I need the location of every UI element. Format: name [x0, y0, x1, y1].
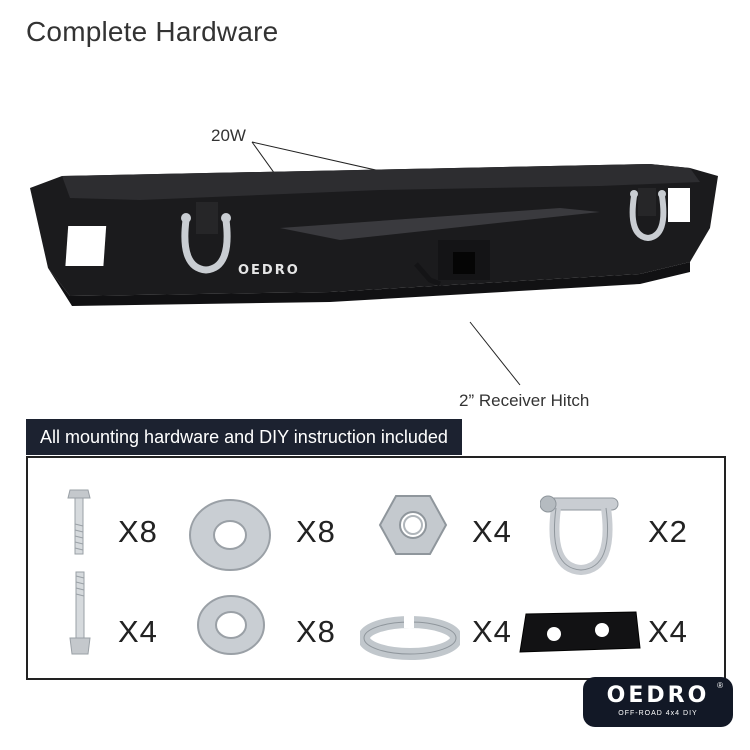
mounting-plate-icon: [519, 611, 641, 653]
lock-washer-quantity: X4: [472, 614, 512, 649]
lock-washer-icon: [360, 616, 460, 660]
width-callout-label: 20W: [211, 126, 246, 145]
bumper-body: [30, 164, 718, 306]
large-flat-washer-icon: [189, 499, 271, 571]
large-flat-washer-quantity: X8: [296, 514, 336, 549]
hex-nut-icon: [378, 495, 448, 555]
d-ring-shackle-quantity: X2: [648, 514, 688, 549]
short-bolt-quantity: X8: [118, 514, 158, 549]
page-title: Complete Hardware: [26, 16, 279, 47]
brand-logo-badge: OEDRO ® OFF-ROAD 4x4 DIY: [583, 677, 733, 727]
mounting-plate-quantity: X4: [648, 614, 688, 649]
rear-bumper-image: OEDRO: [30, 141, 718, 386]
long-bolt-quantity: X4: [118, 614, 158, 649]
long-bolt-icon: [69, 571, 91, 655]
small-flat-washer-quantity: X8: [296, 614, 336, 649]
hitch-callout-line: [469, 321, 521, 386]
hardware-section-header: All mounting hardware and DIY instructio…: [26, 419, 462, 455]
hardware-box: [26, 456, 726, 680]
bumper-brand-logo: OEDRO: [238, 263, 300, 278]
small-flat-washer-icon: [197, 595, 265, 655]
hitch-callout-label: 2” Receiver Hitch: [459, 391, 590, 410]
brand-wordmark: OEDRO: [606, 683, 710, 708]
d-ring-shackle-icon: [540, 495, 619, 576]
hex-nut-quantity: X4: [472, 514, 512, 549]
short-bolt-icon: [67, 489, 91, 555]
right-d-ring-shackle: [629, 188, 667, 242]
bumper-illustration: OEDRO: [30, 141, 718, 386]
brand-tagline: OFF-ROAD 4x4 DIY: [618, 710, 698, 717]
registered-mark: ®: [717, 681, 723, 690]
left-d-ring-shackle: [181, 202, 231, 274]
